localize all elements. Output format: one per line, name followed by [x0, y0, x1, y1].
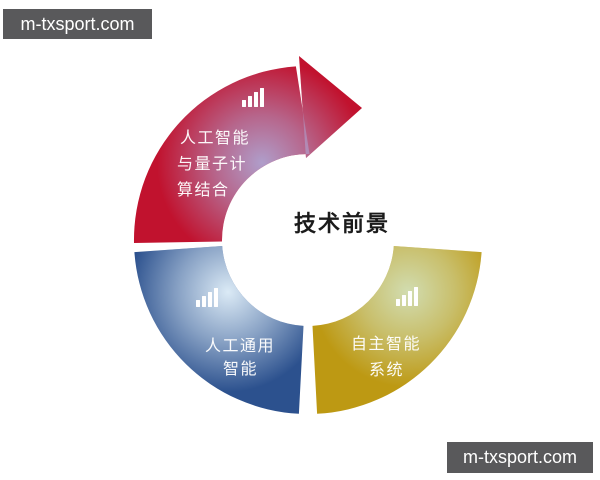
bar-chart-icon	[196, 288, 218, 307]
segment-label-autonomous-line1: 自主智能	[351, 336, 422, 353]
segment-glow-agi	[134, 246, 304, 414]
segment-label-autonomous-line2: 系统	[369, 362, 405, 379]
segment-glow-ai-quantum	[133, 56, 362, 244]
segment-label-agi-line1: 人工通用	[205, 338, 276, 355]
center-title: 技术前景	[294, 211, 391, 236]
bar-chart-icon	[242, 88, 264, 107]
watermark-bottom-right: m-txsport.com	[447, 442, 593, 473]
watermark-top-left: m-txsport.com	[3, 9, 152, 39]
segment-glow-autonomous	[312, 246, 482, 414]
segment-label-ai-quantum-line1: 人工智能	[180, 130, 251, 147]
segment-label-ai-quantum-line2: 与量子计	[177, 156, 248, 173]
segment-label-agi-line2: 智能	[223, 361, 259, 378]
bar-chart-icon	[396, 287, 418, 306]
segment-label-ai-quantum-line3: 算结合	[177, 182, 230, 199]
